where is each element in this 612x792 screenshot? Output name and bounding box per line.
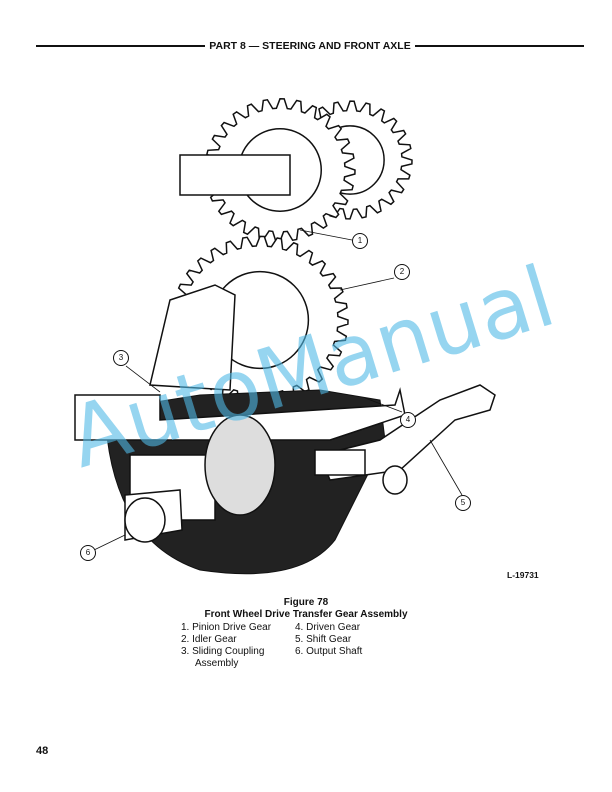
callout-6: 6 [80,545,96,561]
callout-3: 3 [113,350,129,366]
legend-col-2: 4. Driven Gear 5. Shift Gear 6. Output S… [295,622,362,658]
legend-item: Assembly [195,658,239,669]
figure-number: Figure 78 [283,597,329,608]
callout-5: 5 [455,495,471,511]
header-title: PART 8 — STEERING AND FRONT AXLE [209,40,411,52]
legend-col-1: 1. Pinion Drive Gear 2. Idler Gear 3. Sl… [181,622,271,670]
legend-item: 6. Output Shaft [295,646,363,657]
support-bracket [149,284,236,391]
legend-item: 5. Shift Gear [295,634,352,645]
legend-item: 4. Driven Gear [295,622,361,633]
page-number: 48 [36,745,49,757]
shift-shaft [314,449,366,476]
coupling [204,414,276,516]
header-rule-left [36,45,206,47]
callout-1: 1 [352,233,368,249]
figure-ref: L-19731 [507,570,539,580]
header-rule-right [414,45,584,47]
legend-item: 1. Pinion Drive Gear [181,622,272,633]
shift-arm-pivot [382,465,408,495]
figure-title: Front Wheel Drive Transfer Gear Assembly [204,609,408,620]
input-shaft [179,154,291,196]
legend-item: 2. Idler Gear [181,634,237,645]
callout-4: 4 [400,412,416,428]
legend-item: 3. Sliding Coupling [181,646,265,657]
output-shaft-end [124,497,166,543]
callout-2: 2 [394,264,410,280]
transfer-gear-illustration [74,98,496,575]
page-header: PART 8 — STEERING AND FRONT AXLE [36,40,584,52]
